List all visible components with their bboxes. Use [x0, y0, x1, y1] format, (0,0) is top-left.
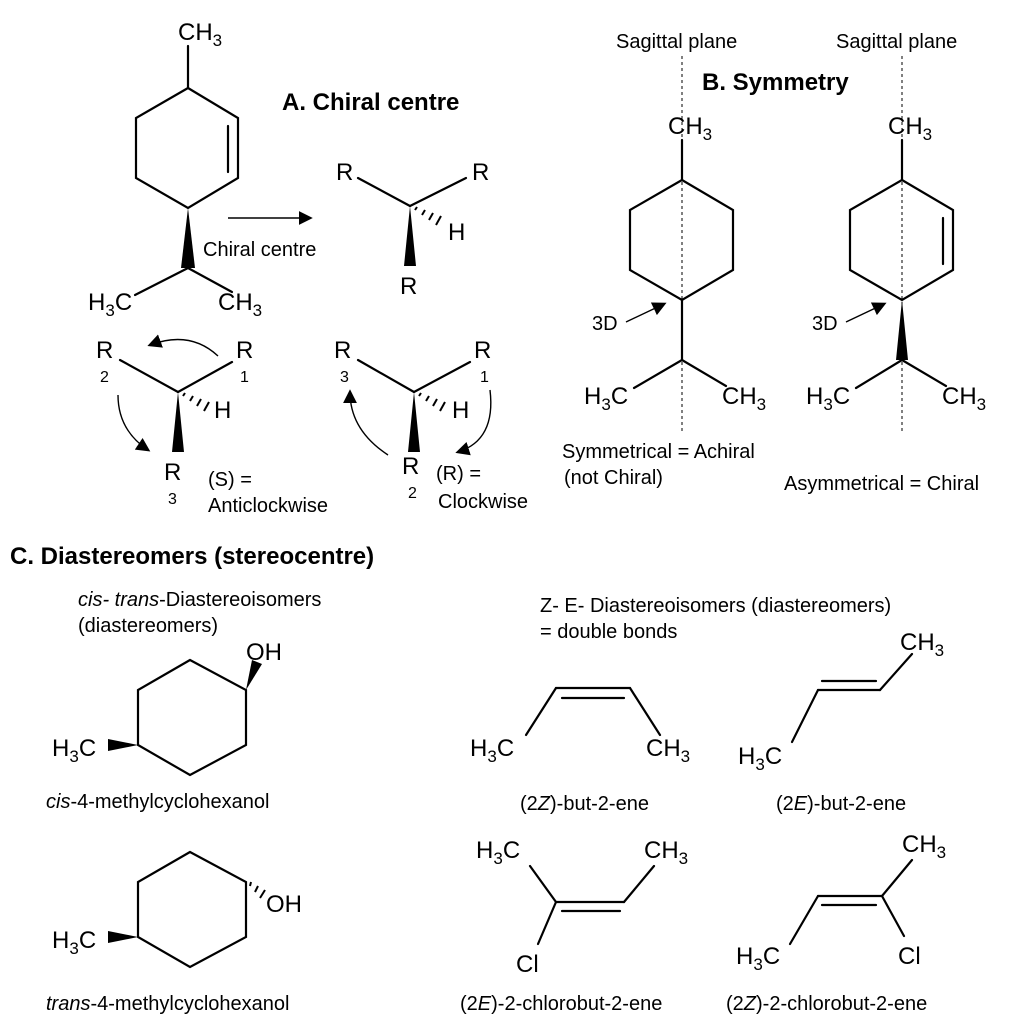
r-label-1: R	[336, 159, 353, 186]
ze-heading: Z- E- Diastereoisomers (diastereomers)	[540, 595, 891, 617]
e-but-2-ene: CH3 H3C (2E)-but-2-ene	[738, 629, 944, 815]
h3c-label-left: H3C	[88, 289, 132, 320]
svg-text:3: 3	[340, 369, 349, 386]
svg-text:CH3: CH3	[668, 113, 712, 144]
svg-text:1: 1	[480, 369, 489, 386]
section-b-symmetry: Sagittal plane Sagittal plane B. Symmetr…	[562, 31, 986, 495]
s-configuration: R 2 R 1 H R 3 (S) = Anticlockwise	[96, 334, 328, 517]
r2-label: R	[96, 337, 113, 364]
ze-subheading: = double bonds	[540, 621, 677, 643]
r-configuration: R 3 R 1 H R 2 (R) = Clockwise	[334, 337, 528, 513]
symmetric-molecule: CH3 3D H3C CH3 Symmetrical = Achiral (no…	[562, 56, 766, 489]
svg-text:CH3: CH3	[900, 629, 944, 660]
name-2e-but-2-ene: (2E)-but-2-ene	[776, 793, 906, 815]
svg-text:CH3: CH3	[942, 383, 986, 414]
z-but-2-ene: H3C CH3 (2Z)-but-2-ene	[470, 686, 690, 815]
asymmetric-molecule: CH3 3D H3C CH3 Asymmetrical = Chiral	[784, 56, 986, 495]
r-config-description: Clockwise	[438, 491, 528, 513]
svg-text:CH3: CH3	[888, 113, 932, 144]
r3-label-r: R	[334, 337, 351, 364]
cis-methylcyclohexanol: OH H3C cis-4-methylcyclohexanol	[46, 639, 282, 813]
r3-label: R	[164, 459, 181, 486]
cl-label-z: Cl	[898, 943, 921, 970]
section-a-title: A. Chiral centre	[282, 89, 459, 116]
trans-name: trans-4-methylcyclohexanol	[46, 993, 289, 1015]
symmetrical-label: Symmetrical = Achiral	[562, 441, 755, 463]
sagittal-plane-label-1: Sagittal plane	[616, 31, 737, 53]
name-2z-chlorobut: (2Z)-2-chlorobut-2-ene	[726, 993, 927, 1015]
r1-label: R	[236, 337, 253, 364]
section-b-title: B. Symmetry	[702, 69, 849, 96]
cl-label-e: Cl	[516, 951, 539, 978]
cis-trans-heading: cis- trans-Diastereoisomers	[78, 589, 321, 611]
r2-label-r: R	[402, 453, 419, 480]
trans-methylcyclohexanol: OH H3C trans-4-methylcyclohexanol	[46, 850, 302, 1015]
ch3-label-right: CH3	[218, 289, 262, 320]
svg-text:H3C: H3C	[52, 735, 96, 766]
r-label-3: R	[400, 273, 417, 300]
svg-text:H3C: H3C	[470, 735, 514, 766]
3d-label-2: 3D	[812, 313, 838, 335]
name-2z-but-2-ene: (2Z)-but-2-ene	[520, 793, 649, 815]
3d-label-1: 3D	[592, 313, 618, 335]
oh-label-cis: OH	[246, 639, 282, 666]
svg-text:2: 2	[100, 369, 109, 386]
svg-text:H3C: H3C	[736, 943, 780, 974]
asymmetrical-label: Asymmetrical = Chiral	[784, 473, 979, 495]
h-label: H	[448, 219, 465, 246]
svg-text:H3C: H3C	[584, 383, 628, 414]
menthene-molecule: CH3 H3C CH3	[88, 19, 262, 320]
svg-text:H3C: H3C	[806, 383, 850, 414]
r-config-label: (R) =	[436, 463, 481, 485]
svg-text:CH3: CH3	[902, 831, 946, 862]
svg-text:1: 1	[240, 369, 249, 386]
name-2e-chlorobut: (2E)-2-chlorobut-2-ene	[460, 993, 662, 1015]
svg-text:H3C: H3C	[476, 837, 520, 868]
svg-text:CH3: CH3	[722, 383, 766, 414]
section-a-chiral-centre: A. Chiral centre CH3 H3C CH3 Chiral cent…	[88, 19, 528, 517]
methyl-label-top: CH3	[178, 19, 222, 50]
s-description: Anticlockwise	[208, 495, 328, 517]
z-2-chlorobut-2-ene: CH3 H3C Cl (2Z)-2-chlorobut-2-ene	[726, 831, 946, 1015]
s-label: (S) =	[208, 469, 252, 491]
cis-name: cis-4-methylcyclohexanol	[46, 791, 269, 813]
svg-text:3: 3	[168, 491, 177, 508]
h-label-r: H	[452, 397, 469, 424]
svg-text:H3C: H3C	[52, 927, 96, 958]
generic-chiral-centre: R R H R	[336, 159, 489, 300]
svg-text:2: 2	[408, 485, 417, 502]
chiral-centre-label: Chiral centre	[203, 239, 316, 261]
h-label-s: H	[214, 397, 231, 424]
r-label-2: R	[472, 159, 489, 186]
r1-label-r: R	[474, 337, 491, 364]
not-chiral-label: (not Chiral)	[564, 467, 663, 489]
section-c-diastereomers: C. Diastereomers (stereocentre) cis- tra…	[10, 543, 946, 1015]
svg-text:CH3: CH3	[646, 735, 690, 766]
section-c-title: C. Diastereomers (stereocentre)	[10, 543, 374, 570]
sagittal-plane-label-2: Sagittal plane	[836, 31, 957, 53]
e-2-chlorobut-2-ene: H3C CH3 Cl (2E)-2-chlorobut-2-ene	[460, 837, 688, 1015]
cis-trans-subheading: (diastereomers)	[78, 615, 218, 637]
svg-text:H3C: H3C	[738, 743, 782, 774]
oh-label-trans: OH	[266, 891, 302, 918]
svg-text:CH3: CH3	[644, 837, 688, 868]
